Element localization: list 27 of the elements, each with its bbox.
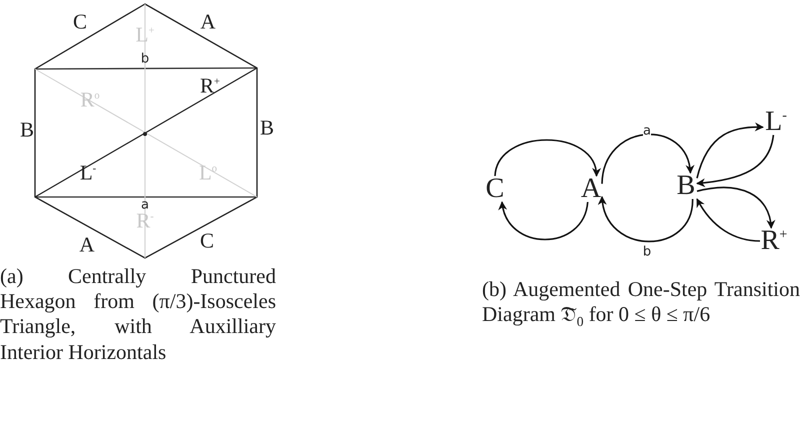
side-label: b	[140, 52, 150, 66]
arrow	[601, 134, 694, 184]
state-label: C	[485, 176, 505, 202]
arrow	[696, 122, 764, 178]
arrow	[696, 134, 774, 188]
arrow	[499, 201, 588, 240]
figure-caption: (b) Augemented One-Step Transition Diagram 𝔇̃$_{0}$ for 0 ≤ θ ≤ π/6	[482, 277, 800, 331]
side-label: C	[200, 230, 214, 252]
state-label: B	[675, 173, 697, 199]
figure-caption: (a) Centrally Punctured Hexagon from (π/3)-Isosceles Triangle, with Auxilliary Interior Horizontals	[0, 264, 276, 365]
state-label: L$^{-}$	[763, 109, 789, 135]
state-label: R$^{+}$	[760, 228, 788, 254]
edge-label: a	[643, 124, 651, 138]
arrow	[494, 139, 600, 177]
side-label: A	[200, 12, 216, 32]
side-label: B	[20, 120, 34, 140]
state-label: A	[580, 176, 602, 202]
side-label: B	[260, 118, 274, 138]
side-label: A	[79, 234, 95, 256]
side-label: a	[141, 198, 149, 212]
side-label: R$^{+}$	[200, 76, 220, 96]
arrow	[696, 198, 760, 242]
arrow	[598, 196, 694, 242]
arrow	[696, 186, 775, 229]
edge-label: b	[642, 246, 652, 258]
side-label: L$^{-}$	[80, 162, 96, 184]
side-label: C	[73, 12, 87, 32]
